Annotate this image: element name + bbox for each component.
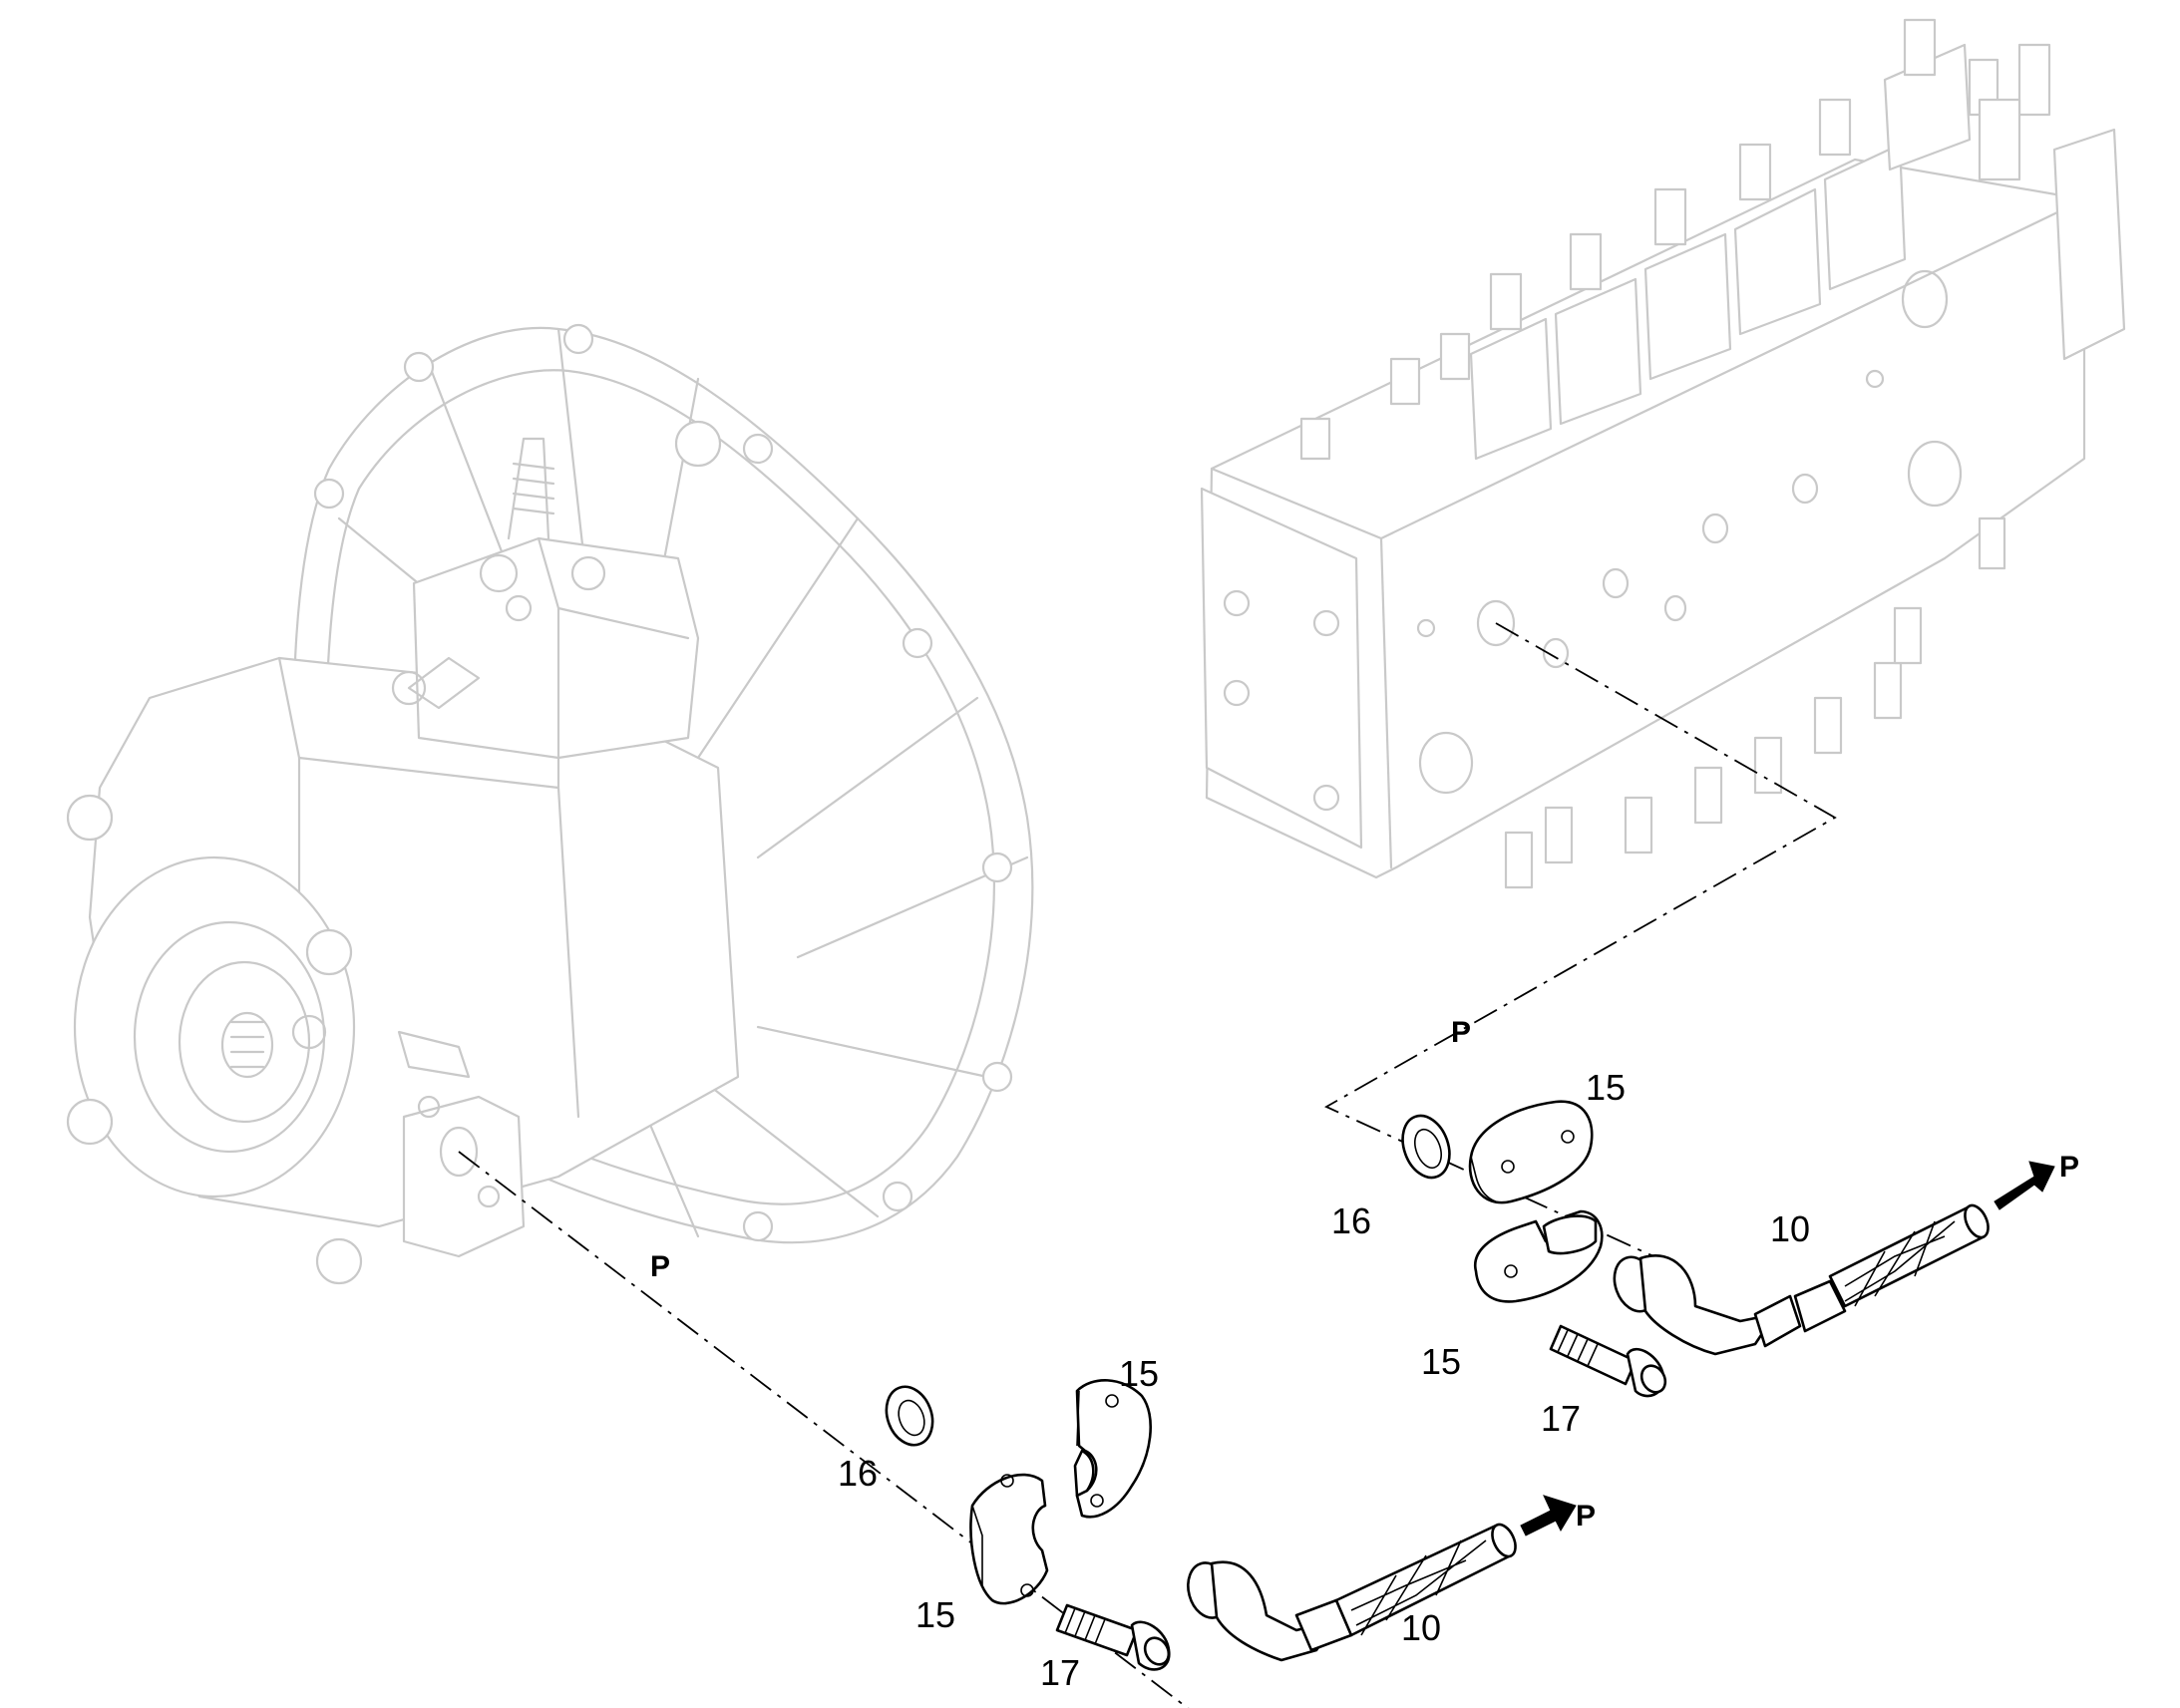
callout-15-lower-lower: 15 — [915, 1594, 955, 1635]
split-flange-half-right-lower — [1473, 1209, 1604, 1303]
label-p-centerline-pump: P — [650, 1250, 670, 1283]
label-p-arrow-lower: P — [1576, 1500, 1596, 1533]
hydraulic-pump-assembly — [66, 323, 1034, 1285]
hose-assembly-right — [1613, 1161, 2055, 1356]
callout-15-lower-upper: 15 — [1119, 1353, 1159, 1394]
o-ring-lower — [885, 1385, 934, 1447]
hose-assembly-lower — [1187, 1495, 1577, 1662]
centerline-pump — [458, 1151, 1190, 1708]
cap-screw-lower — [1055, 1603, 1171, 1671]
callout-17-right: 17 — [1541, 1398, 1581, 1439]
pump-side-hardware — [885, 1379, 1577, 1671]
callout-10-lower: 10 — [1401, 1607, 1441, 1648]
split-flange-half-right-upper — [1468, 1100, 1594, 1204]
control-valve-block — [1200, 18, 2126, 889]
callout-16-right: 16 — [1331, 1200, 1371, 1241]
cap-screw-right — [1549, 1324, 1667, 1398]
split-flange-half-lower-upper — [1073, 1379, 1152, 1519]
callout-16-lower: 16 — [838, 1453, 878, 1494]
callout-10-right: 10 — [1770, 1208, 1810, 1249]
callout-17-lower: 17 — [1040, 1652, 1080, 1693]
callout-15-right-lower: 15 — [1421, 1341, 1461, 1382]
flow-arrow-icon-lower — [1520, 1495, 1577, 1537]
split-flange-half-lower-lower — [969, 1473, 1049, 1605]
label-p-centerline-valve: P — [1451, 1016, 1471, 1049]
callout-15-right-upper: 15 — [1586, 1067, 1626, 1108]
label-p-arrow-right: P — [2059, 1151, 2079, 1184]
flow-arrow-icon-right — [1994, 1161, 2055, 1210]
valve-side-hardware — [1401, 1100, 2055, 1398]
callout-labels: P P P P 15 16 10 15 17 15 16 15 10 17 — [650, 1016, 2079, 1693]
o-ring-right — [1401, 1114, 1451, 1180]
